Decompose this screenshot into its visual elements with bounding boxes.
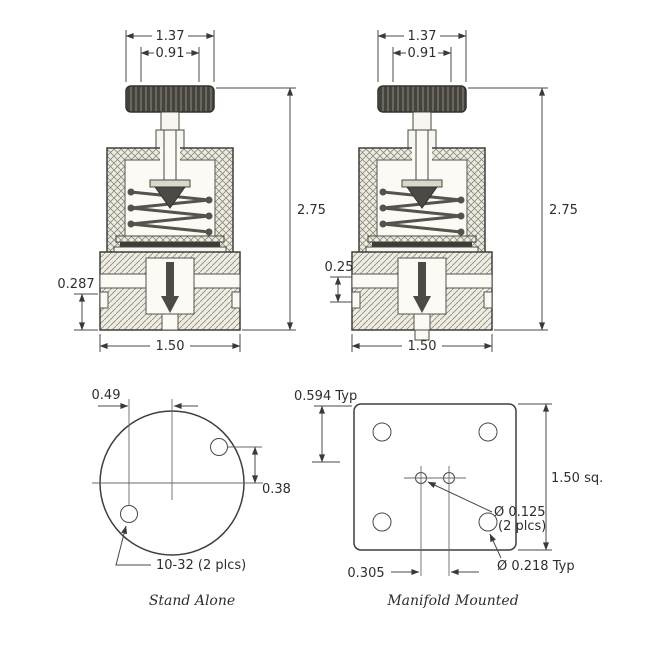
- dim-manifold-square: 1.50 sq.: [551, 471, 603, 486]
- corner-hole-tr: [478, 422, 498, 442]
- dim-standalone-hole-y: 0.38: [262, 482, 291, 497]
- bottom-view-manifold: 0.594 Typ 1.50 sq. Ø 0.125 (2 plcs) Ø 0.…: [294, 389, 603, 609]
- dim-left-port-height: 0.287: [57, 277, 94, 292]
- callout-small-holes-qty: (2 plcs): [498, 519, 546, 534]
- callout-corner-holes: Ø 0.218 Typ: [497, 559, 575, 574]
- mount-hole-lower: [120, 505, 138, 523]
- dim-right-base-width: 1.50: [408, 339, 437, 354]
- dim-left-height: 2.75: [297, 203, 326, 218]
- dim-right-height: 2.75: [549, 203, 578, 218]
- corner-hole-br: [478, 512, 498, 532]
- dim-right-width-outer: 1.37: [408, 29, 437, 44]
- manifold-bottom-port: [414, 329, 430, 341]
- caption-manifold: Manifold Mounted: [386, 593, 518, 609]
- dim-manifold-edge-offset: 0.594 Typ: [294, 389, 357, 404]
- dim-right-port-height: 0.25: [325, 260, 354, 275]
- bottom-view-standalone: 0.49 0.38 10-32 (2 plcs) Stand Alone: [92, 388, 291, 609]
- dim-manifold-hole-spacing: 0.305: [347, 566, 384, 581]
- corner-hole-bl: [372, 512, 392, 532]
- dim-left-width-inner: 0.91: [156, 46, 185, 61]
- callout-small-holes-dia: Ø 0.125: [494, 505, 546, 520]
- caption-standalone: Stand Alone: [149, 593, 235, 609]
- dim-standalone-hole-x: 0.49: [92, 388, 121, 403]
- mount-hole-upper: [210, 438, 228, 456]
- dims-section-right: 1.37 0.91 2.75 0.25 1.50: [325, 29, 578, 354]
- valve-section-manifold: [350, 84, 494, 332]
- thread-callout: 10-32 (2 plcs): [156, 558, 246, 573]
- dim-left-base-width: 1.50: [156, 339, 185, 354]
- manifold-plate: [353, 403, 517, 551]
- dims-section-left: 1.37 0.91 2.75 0.287 1.50: [57, 29, 326, 354]
- corner-hole-tl: [372, 422, 392, 442]
- valve-section-standalone: [98, 84, 242, 332]
- dim-left-width-outer: 1.37: [156, 29, 185, 44]
- dim-right-width-inner: 0.91: [408, 46, 437, 61]
